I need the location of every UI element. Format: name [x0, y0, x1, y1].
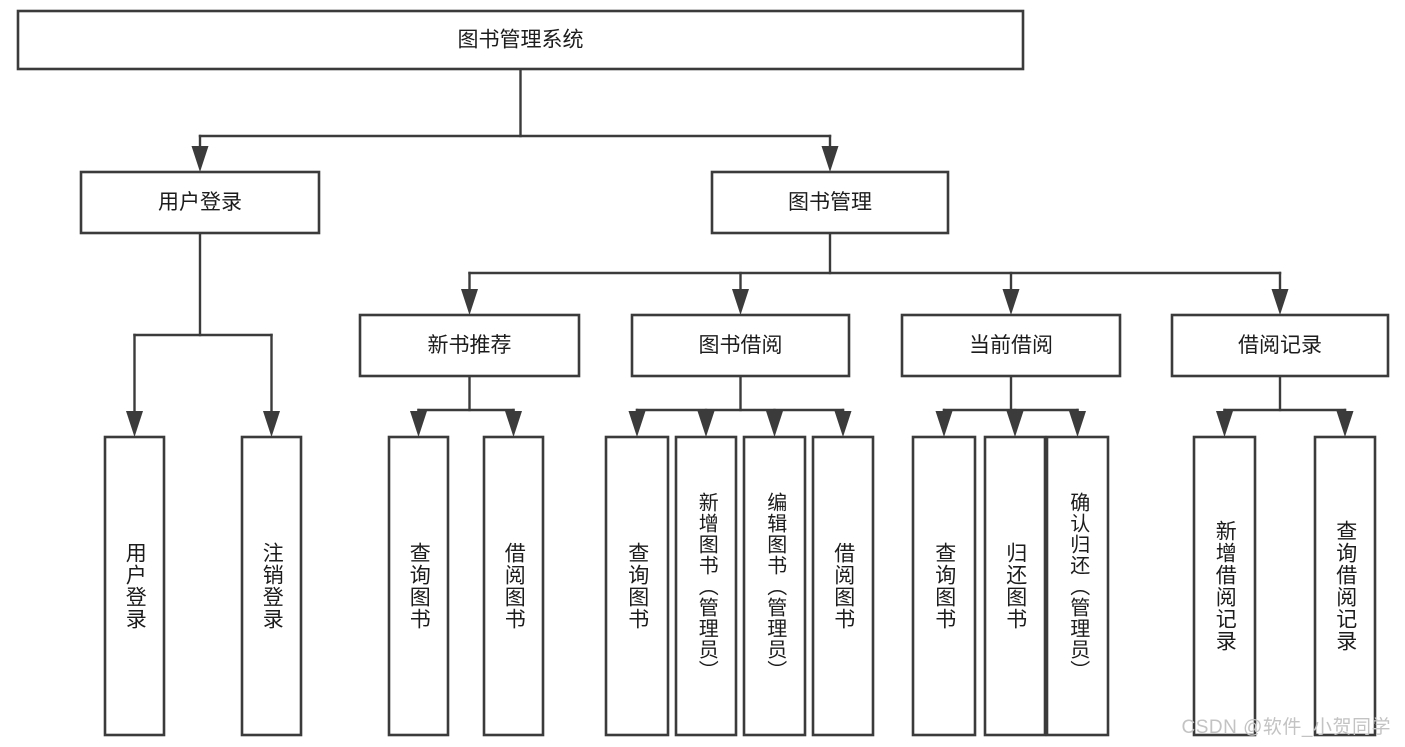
current-borrow-to-leaf-query-book-current-arrowhead	[935, 411, 953, 437]
node-borrow-record[interactable]: 借阅记录	[1170, 313, 1390, 378]
book-borrow-to-leaf-add-book-admin-arrowhead	[697, 411, 715, 437]
new-book-recommend-to-leaf-borrow-book-recommend-arrowhead	[505, 411, 522, 437]
node-leaf-add-book-admin-rect[interactable]	[674, 435, 738, 737]
node-leaf-edit-book-admin[interactable]	[742, 435, 807, 737]
borrow-record-to-leaf-add-borrow-record-arrowhead	[1216, 411, 1233, 437]
node-user-login-rect[interactable]	[79, 170, 321, 235]
node-leaf-query-book-current-rect[interactable]	[911, 435, 977, 737]
node-leaf-query-book-recommend-rect[interactable]	[387, 435, 450, 737]
book-management-to-new-book-recommend-arrowhead	[461, 289, 478, 315]
node-leaf-user-logout[interactable]	[240, 435, 303, 737]
node-leaf-user-login-rect[interactable]	[103, 435, 166, 737]
node-leaf-query-book-recommend[interactable]	[387, 435, 450, 737]
node-current-borrow-rect[interactable]	[900, 313, 1122, 378]
node-root-rect[interactable]	[16, 9, 1025, 71]
node-user-login[interactable]: 用户登录	[79, 170, 321, 235]
node-leaf-return-book[interactable]	[983, 435, 1047, 737]
user-login-to-leaf-user-logout-arrowhead	[263, 411, 280, 437]
node-book-management-rect[interactable]	[710, 170, 950, 235]
book-management-to-borrow-record-arrowhead	[1271, 289, 1289, 315]
node-leaf-confirm-return-admin-rect[interactable]	[1045, 435, 1110, 737]
node-book-borrow-label: 图书借阅	[699, 334, 783, 357]
node-leaf-query-book-current[interactable]	[911, 435, 977, 737]
node-leaf-return-book-rect[interactable]	[983, 435, 1047, 737]
node-user-login-label: 用户登录	[158, 191, 242, 214]
new-book-recommend-to-leaf-query-book-recommend-arrowhead	[410, 411, 427, 437]
current-borrow-to-leaf-return-book-arrowhead	[1006, 411, 1024, 437]
node-leaf-borrow-book-recommend[interactable]	[482, 435, 545, 737]
book-management-to-current-borrow-arrowhead	[1002, 289, 1020, 315]
node-borrow-record-rect[interactable]	[1170, 313, 1390, 378]
node-current-borrow[interactable]: 当前借阅	[900, 313, 1122, 378]
node-new-book-recommend[interactable]: 新书推荐	[358, 313, 581, 378]
node-leaf-user-login[interactable]	[103, 435, 166, 737]
book-borrow-to-leaf-borrow-book-arrowhead	[834, 411, 852, 437]
node-root[interactable]: 图书管理系统	[16, 9, 1025, 71]
node-leaf-confirm-return-admin[interactable]	[1045, 435, 1110, 737]
connector-layer	[126, 67, 1354, 437]
node-leaf-add-borrow-record[interactable]	[1192, 435, 1257, 737]
node-leaf-borrow-book-rect[interactable]	[811, 435, 875, 737]
node-leaf-edit-book-admin-rect[interactable]	[742, 435, 807, 737]
node-leaf-borrow-book-recommend-rect[interactable]	[482, 435, 545, 737]
node-book-borrow[interactable]: 图书借阅	[630, 313, 851, 378]
root-to-user-login-arrowhead	[191, 146, 209, 172]
node-new-book-recommend-rect[interactable]	[358, 313, 581, 378]
node-leaf-borrow-book[interactable]	[811, 435, 875, 737]
book-borrow-to-leaf-query-book-borrow-arrowhead	[628, 411, 646, 437]
node-leaf-query-book-borrow[interactable]	[604, 435, 670, 737]
book-borrow-to-leaf-edit-book-admin-arrowhead	[766, 411, 783, 437]
node-book-management[interactable]: 图书管理	[710, 170, 950, 235]
current-borrow-to-leaf-confirm-return-admin-arrowhead	[1069, 411, 1086, 437]
book-management-to-book-borrow-arrowhead	[732, 289, 749, 315]
node-leaf-add-book-admin[interactable]	[674, 435, 738, 737]
watermark-text: CSDN @软件_小贺同学	[1181, 717, 1391, 738]
node-leaf-query-borrow-record[interactable]	[1313, 435, 1377, 737]
user-login-to-leaf-user-login-arrowhead	[126, 411, 143, 437]
node-leaf-user-logout-rect[interactable]	[240, 435, 303, 737]
node-current-borrow-label: 当前借阅	[969, 334, 1053, 357]
node-leaf-query-book-borrow-rect[interactable]	[604, 435, 670, 737]
node-new-book-recommend-label: 新书推荐	[428, 334, 512, 357]
borrow-record-to-leaf-query-borrow-record-arrowhead	[1336, 411, 1354, 437]
node-root-label: 图书管理系统	[458, 29, 584, 52]
node-book-management-label: 图书管理	[788, 191, 872, 214]
node-borrow-record-label: 借阅记录	[1238, 334, 1322, 357]
root-to-book-management-arrowhead	[821, 146, 839, 172]
node-book-borrow-rect[interactable]	[630, 313, 851, 378]
node-leaf-add-borrow-record-rect[interactable]	[1192, 435, 1257, 737]
node-leaf-query-borrow-record-rect[interactable]	[1313, 435, 1377, 737]
